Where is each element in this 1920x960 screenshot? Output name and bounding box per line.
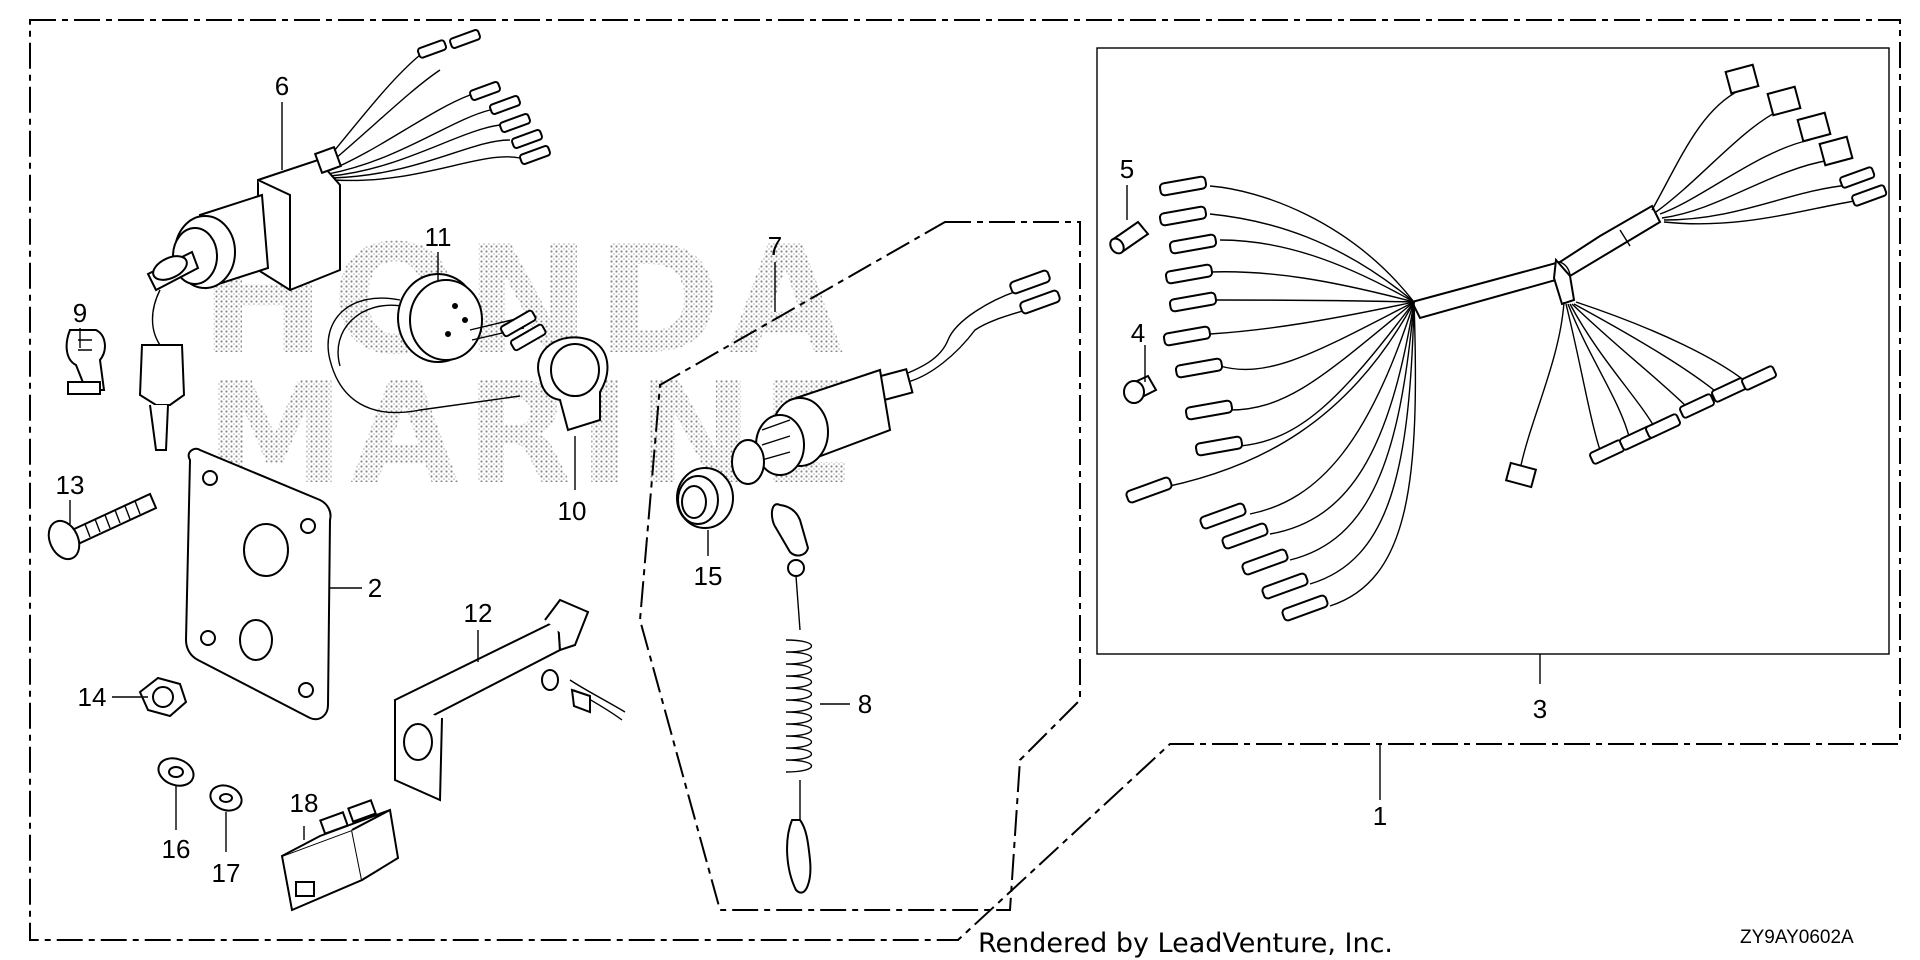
- callout-1: 1: [1373, 801, 1387, 831]
- kit-outline-1: [29, 19, 1901, 941]
- lock-nut-15: [676, 467, 734, 529]
- callout-16: 16: [162, 834, 191, 864]
- buzzer-holder-10: [537, 336, 609, 432]
- coupler-18: [280, 799, 400, 912]
- callout-11: 11: [425, 222, 452, 252]
- lock-washer-17: [209, 784, 243, 812]
- wire-cap-4: [1123, 374, 1158, 404]
- wire-clip-9: [65, 329, 106, 395]
- leader-lines: [69, 102, 1146, 852]
- buzzer-11: [327, 273, 547, 414]
- washer-16: [157, 757, 195, 787]
- wire-harness-3: [1125, 63, 1888, 622]
- diagram-code: ZY9AY0602A: [1740, 927, 1854, 948]
- watermark: HONDA MARINE: [200, 214, 861, 516]
- callout-14: 14: [78, 682, 107, 712]
- callout-10: 10: [558, 496, 587, 526]
- emergency-stop-switch-7: [731, 269, 1061, 485]
- callout-6: 6: [275, 71, 289, 101]
- tapping-screw-13: [47, 492, 158, 561]
- watermark-line2: MARINE: [205, 353, 861, 516]
- callout-4: 4: [1131, 318, 1145, 348]
- render-credit: Rendered by LeadVenture, Inc.: [978, 928, 1393, 959]
- terminal-sleeve-5: [1109, 220, 1150, 255]
- callout-3: 3: [1533, 694, 1547, 724]
- lanyard-clip-8: [770, 503, 812, 894]
- callout-18: 18: [290, 788, 319, 818]
- callouts: 1 2 3 4 5 6 7 8 9 10 11 12 13 14 15 16 1…: [56, 71, 1548, 888]
- nut-14: [138, 676, 188, 718]
- callout-12: 12: [464, 598, 493, 628]
- ignition-key-switch-6: [138, 29, 551, 451]
- callout-5: 5: [1120, 154, 1134, 184]
- callout-2: 2: [368, 573, 382, 603]
- callout-8: 8: [858, 689, 872, 719]
- switch-stay-12: [393, 598, 626, 802]
- callout-13: 13: [56, 470, 85, 500]
- callout-15: 15: [694, 561, 723, 591]
- stop-switch-kit-outline: [638, 221, 1081, 911]
- callout-9: 9: [73, 298, 87, 328]
- callout-7: 7: [768, 231, 782, 261]
- callout-17: 17: [212, 858, 241, 888]
- switch-panel-plate-2: [184, 447, 332, 721]
